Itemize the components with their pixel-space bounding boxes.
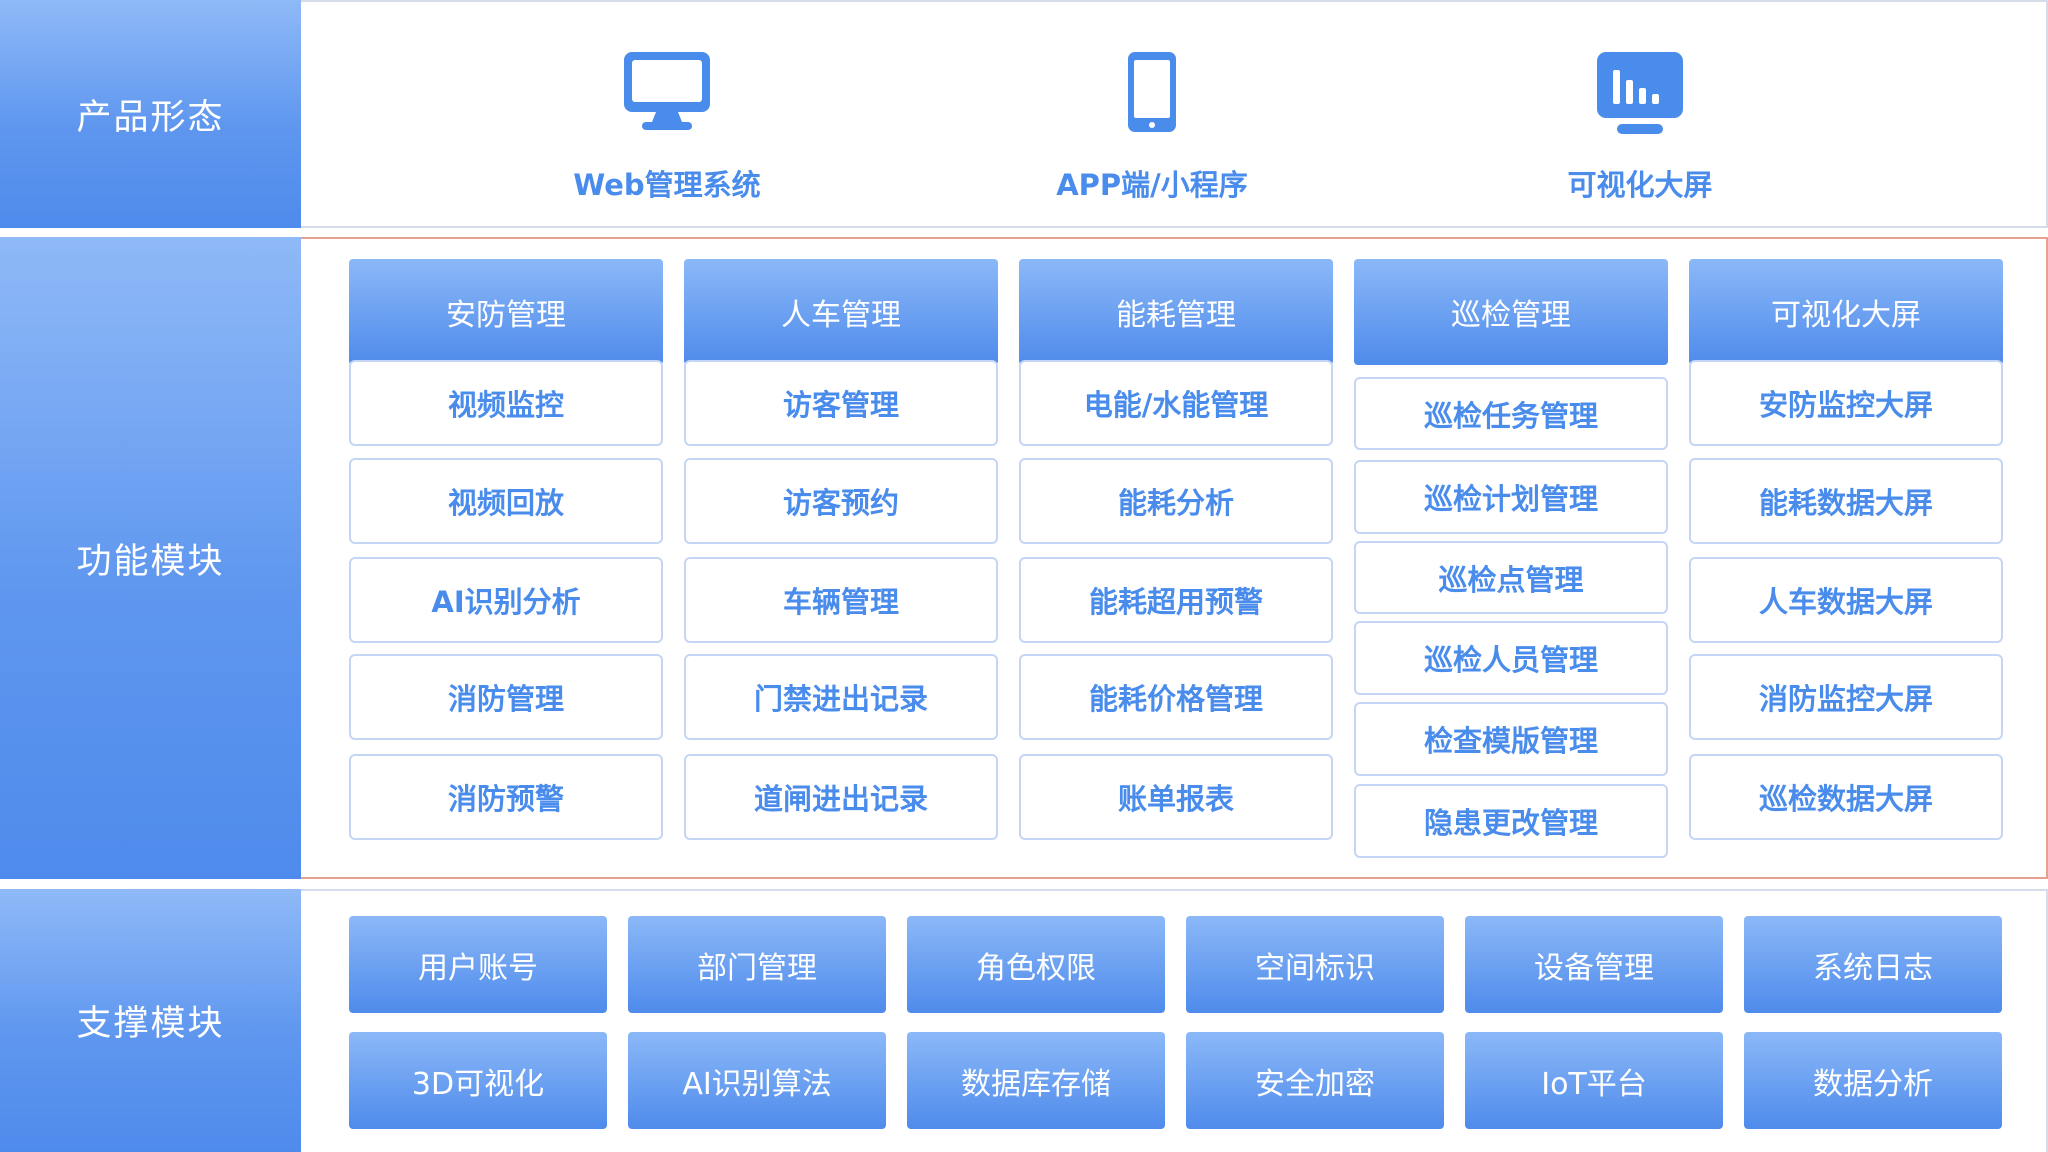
support-button[interactable]: 用户账号: [349, 916, 607, 1013]
module-item[interactable]: 能耗分析: [1019, 458, 1333, 544]
product-form-area: Web管理系统 APP端/小程序: [301, 0, 2048, 228]
module-item[interactable]: 车辆管理: [684, 557, 998, 643]
support-button[interactable]: 角色权限: [907, 916, 1165, 1013]
module-item[interactable]: 巡检数据大屏: [1689, 754, 2003, 840]
module-header[interactable]: 可视化大屏: [1689, 259, 2003, 365]
support-button[interactable]: 安全加密: [1186, 1032, 1444, 1129]
dashboard-screen-icon: [1595, 50, 1685, 142]
product-dashboard[interactable]: 可视化大屏: [1500, 2, 1780, 230]
module-item[interactable]: 能耗价格管理: [1019, 654, 1333, 740]
row-label-product: 产品形态: [0, 0, 301, 228]
module-item[interactable]: 访客预约: [684, 458, 998, 544]
product-form-row: 产品形态 Web管理系统 APP端/小程序: [0, 0, 2048, 228]
support-button[interactable]: 部门管理: [628, 916, 886, 1013]
support-button[interactable]: IoT平台: [1465, 1032, 1723, 1129]
module-item[interactable]: AI识别分析: [349, 557, 663, 643]
module-item[interactable]: 巡检点管理: [1354, 541, 1668, 614]
module-header[interactable]: 人车管理: [684, 259, 998, 365]
product-app[interactable]: APP端/小程序: [1012, 2, 1292, 230]
phone-icon: [1126, 50, 1178, 138]
module-item[interactable]: 巡检任务管理: [1354, 377, 1668, 450]
module-item[interactable]: 能耗超用预警: [1019, 557, 1333, 643]
row-label-support: 支撑模块: [0, 889, 301, 1152]
module-item[interactable]: 检查模版管理: [1354, 702, 1668, 776]
support-button[interactable]: AI识别算法: [628, 1032, 886, 1129]
product-label: APP端/小程序: [1056, 168, 1248, 202]
module-item[interactable]: 消防预警: [349, 754, 663, 840]
support-button[interactable]: 空间标识: [1186, 916, 1444, 1013]
function-module-row: 功能模块 安防管理视频监控视频回放 AI识别分析消防管理消防预警 人车管理访客管理访…: [0, 237, 2048, 879]
support-button[interactable]: 设备管理: [1465, 916, 1723, 1013]
product-label: Web管理系统: [573, 168, 761, 202]
module-item[interactable]: 巡检计划管理: [1354, 460, 1668, 534]
module-item[interactable]: 道闸进出记录: [684, 754, 998, 840]
module-item[interactable]: 隐患更改管理: [1354, 784, 1668, 858]
support-button[interactable]: 数据库存储: [907, 1032, 1165, 1129]
module-item[interactable]: 电能/水能管理: [1019, 360, 1333, 446]
product-label: 可视化大屏: [1567, 168, 1713, 202]
module-item[interactable]: 访客管理: [684, 360, 998, 446]
module-item[interactable]: 视频回放: [349, 458, 663, 544]
module-item[interactable]: 视频监控: [349, 360, 663, 446]
monitor-icon: [622, 50, 712, 138]
module-item[interactable]: 人车数据大屏: [1689, 557, 2003, 643]
support-button[interactable]: 系统日志: [1744, 916, 2002, 1013]
support-button[interactable]: 3D可视化: [349, 1032, 607, 1129]
module-header[interactable]: 安防管理: [349, 259, 663, 365]
module-header[interactable]: 巡检管理: [1354, 259, 1668, 365]
function-module-area: 安防管理视频监控视频回放 AI识别分析消防管理消防预警 人车管理访客管理访客预约车辆…: [301, 237, 2048, 879]
module-item[interactable]: 能耗数据大屏: [1689, 458, 2003, 544]
module-item[interactable]: 消防监控大屏: [1689, 654, 2003, 740]
module-header[interactable]: 能耗管理: [1019, 259, 1333, 365]
module-item[interactable]: 安防监控大屏: [1689, 360, 2003, 446]
product-web[interactable]: Web管理系统: [527, 2, 807, 230]
module-item[interactable]: 账单报表: [1019, 754, 1333, 840]
module-item[interactable]: 巡检人员管理: [1354, 621, 1668, 695]
module-item[interactable]: 门禁进出记录: [684, 654, 998, 740]
module-item[interactable]: 消防管理: [349, 654, 663, 740]
support-button[interactable]: 数据分析: [1744, 1032, 2002, 1129]
row-label-function: 功能模块: [0, 237, 301, 879]
